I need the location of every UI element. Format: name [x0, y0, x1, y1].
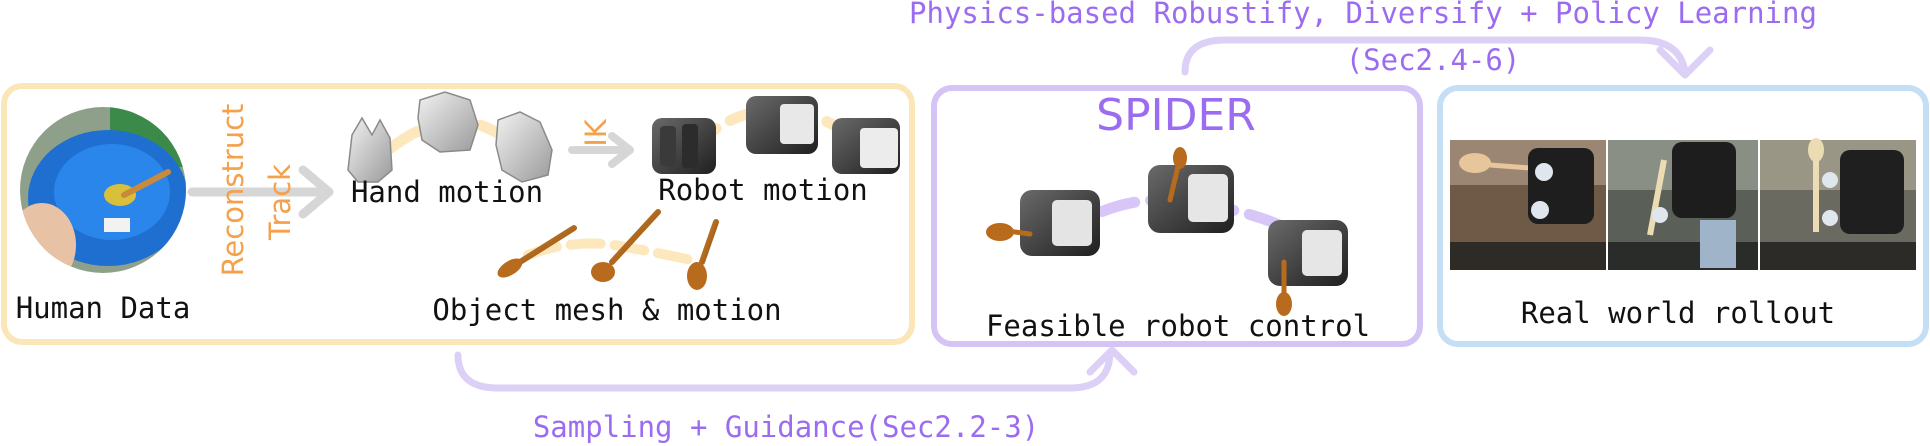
- real-world-label: Real world rollout: [1521, 296, 1835, 330]
- top-loop-arrow: [1181, 36, 1689, 76]
- spoon-2: [591, 209, 661, 282]
- bottom-loop-arrow: [454, 348, 1114, 392]
- hand-pose-1: [347, 116, 393, 183]
- spider-title: SPIDER: [1096, 90, 1256, 141]
- ik-arrowhead: [608, 132, 634, 168]
- spoon-1: [497, 225, 577, 278]
- spider-label: Feasible robot control: [986, 309, 1370, 343]
- real-world-photo-3: [1760, 138, 1916, 270]
- top-caption-line2: (Sec2.4-6): [1346, 43, 1521, 77]
- spider-pose-1: [986, 190, 1100, 256]
- spider-pose-3: [1268, 220, 1348, 316]
- real-world-photo-1: [1450, 140, 1606, 270]
- hand-pose-2: [417, 91, 479, 153]
- top-caption-line1: Physics-based Robustify, Diversify + Pol…: [909, 0, 1817, 30]
- reconstruct-arrowhead: [298, 165, 334, 219]
- bottom-loop-arrowhead: [1086, 346, 1138, 376]
- real-world-photo-2: [1608, 140, 1758, 270]
- robot-pose-2: [746, 96, 818, 154]
- hand-pose-3: [495, 111, 553, 183]
- robot-pose-3: [832, 118, 900, 174]
- object-trajectory: [523, 238, 705, 267]
- spider-pose-2: [1148, 147, 1234, 233]
- track-label: Track: [263, 164, 297, 241]
- hand-motion-label: Hand motion: [351, 175, 543, 209]
- robot-pose-1: [652, 118, 716, 174]
- human-panel-border: [1, 83, 915, 345]
- robot-motion-label: Robot motion: [658, 173, 868, 207]
- bottom-caption: Sampling + Guidance(Sec2.2-3): [533, 410, 1039, 444]
- object-motion-label: Object mesh & motion: [432, 293, 781, 327]
- spider-panel-border: [931, 85, 1423, 347]
- human-data-label: Human Data: [16, 291, 191, 325]
- top-loop-arrowhead: [1656, 46, 1714, 79]
- reconstruct-label: Reconstruct: [216, 104, 250, 277]
- real-panel-border: [1437, 85, 1929, 347]
- human-data-photo: [20, 107, 186, 273]
- ik-label: IK: [579, 118, 613, 147]
- spoon-3: [687, 219, 719, 290]
